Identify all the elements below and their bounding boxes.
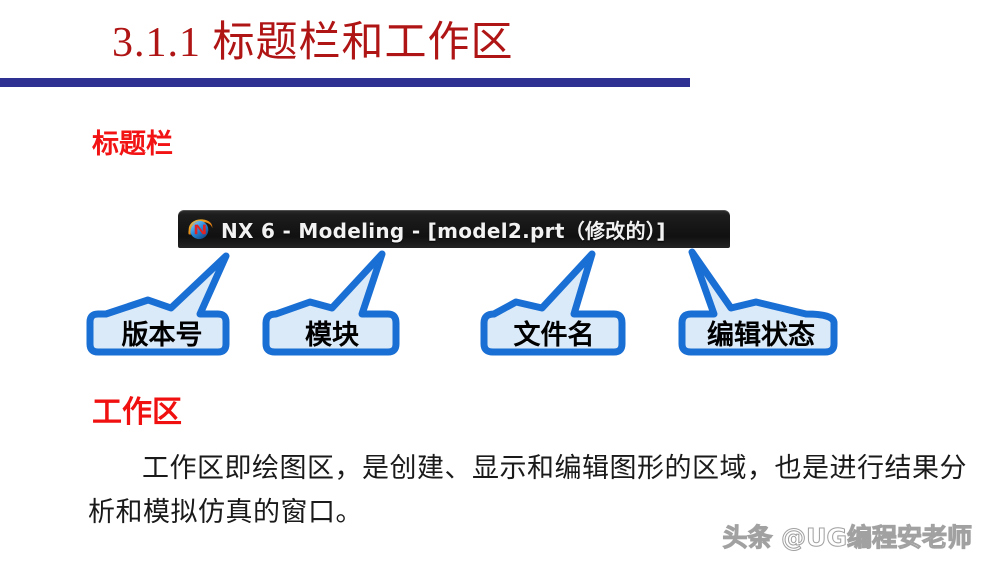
callout-edit-state: 编辑状态: [676, 248, 846, 356]
callout-edit-state-label: 编辑状态: [707, 320, 815, 350]
nx-logo-icon: [188, 219, 213, 240]
nx-titlebar-graphic: NX 6 - Modeling - [model2.prt（修改的）]: [178, 210, 730, 248]
callout-filename-shape: [480, 250, 626, 356]
callout-filename-label: 文件名: [513, 320, 595, 350]
body-paragraph: 工作区即绘图区，是创建、显示和编辑图形的区域，也是进行结果分析和模拟仿真的窗口。: [88, 453, 967, 527]
callout-module-shape: [262, 250, 400, 356]
callout-module-label: 模块: [305, 320, 359, 350]
callout-edit-state-shape: [678, 248, 838, 356]
watermark: 头条 @UG编程安老师: [722, 523, 973, 553]
callout-version-label: 版本号: [121, 320, 203, 350]
callout-version-shape: [86, 252, 230, 356]
callout-version: 版本号: [86, 252, 236, 356]
title-divider-rule: [0, 78, 690, 87]
callout-filename: 文件名: [480, 250, 628, 356]
callout-module: 模块: [262, 250, 402, 356]
page-title: 3.1.1 标题栏和工作区: [112, 20, 514, 66]
section-label-titlebar: 标题栏: [92, 129, 173, 160]
nx-titlebar-text: NX 6 - Modeling - [model2.prt（修改的）]: [221, 218, 666, 243]
section-label-workarea: 工作区: [92, 396, 182, 429]
